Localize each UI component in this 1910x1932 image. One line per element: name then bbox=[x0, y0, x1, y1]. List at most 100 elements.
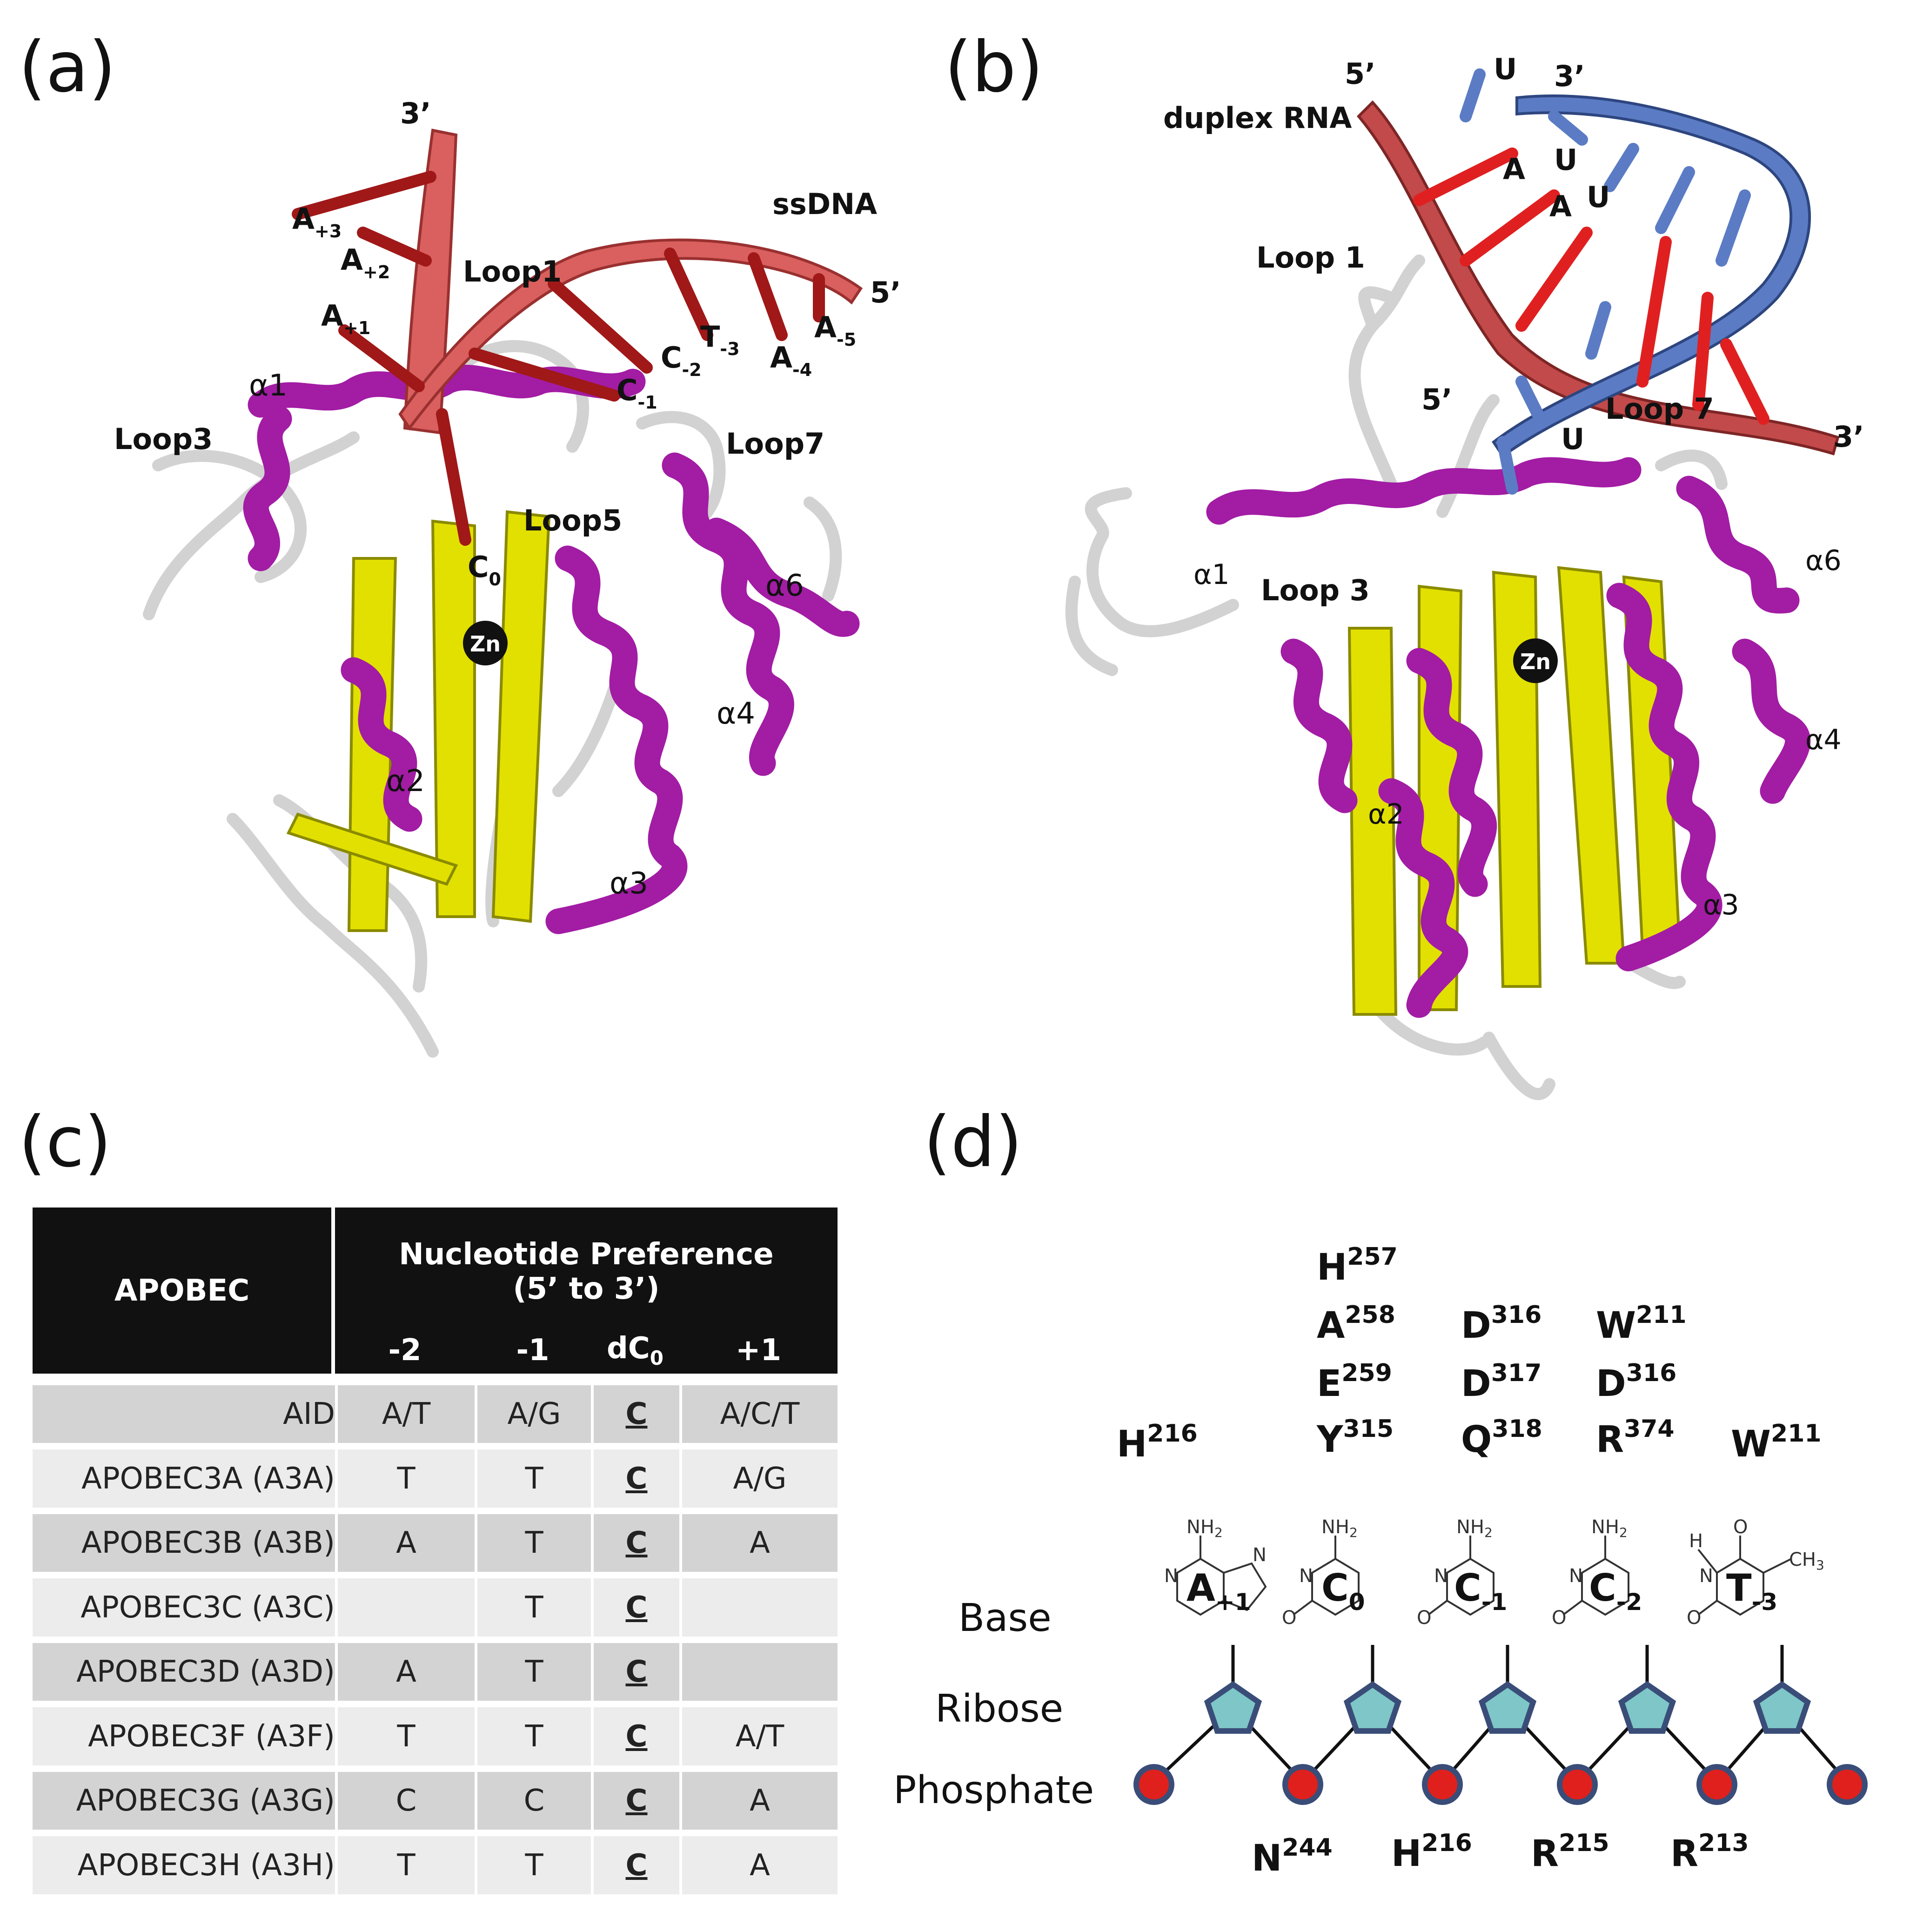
panel-b-label: (b) bbox=[945, 27, 1044, 108]
residue-label: H216 bbox=[1117, 1420, 1198, 1465]
helix-a2-label: α2 bbox=[386, 764, 425, 798]
header-pos-m1: -1 bbox=[475, 1327, 591, 1374]
nucleotide-preference-table: APOBEC Nucleotide Preference (5’ to 3’) … bbox=[33, 1208, 838, 1901]
helix-a3-label: α3 bbox=[610, 866, 648, 901]
phosphate bbox=[1557, 1764, 1598, 1805]
rna-strand-label: duplex RNA bbox=[1163, 101, 1352, 135]
svg-text:Zn: Zn bbox=[1520, 649, 1551, 674]
header-apobec: APOBEC bbox=[33, 1208, 335, 1374]
amine-group: NH2 bbox=[1186, 1516, 1223, 1540]
oxygen-atom: O bbox=[1282, 1607, 1296, 1629]
phosphate bbox=[1827, 1764, 1868, 1805]
oxygen-atom: O bbox=[1687, 1607, 1701, 1629]
rna-3prime-end: 3’ bbox=[1833, 420, 1864, 454]
amine-group: NH2 bbox=[1321, 1516, 1358, 1540]
base-label: A+1 bbox=[321, 299, 370, 338]
ssdna-label: ssDNA bbox=[772, 187, 877, 221]
residue-label: R215 bbox=[1531, 1829, 1609, 1875]
phosphate-groups bbox=[1133, 1764, 1868, 1805]
residue-label: Q318 bbox=[1461, 1415, 1542, 1461]
residue-label: R374 bbox=[1596, 1415, 1675, 1461]
nitrogen-atom: N bbox=[1164, 1565, 1178, 1587]
base-name: C0 bbox=[1321, 1566, 1365, 1616]
ribose-sugars bbox=[1204, 1681, 1811, 1734]
rna-base-label: A bbox=[1549, 189, 1572, 223]
table-row: APOBEC3B (A3B) A T C A bbox=[33, 1514, 838, 1579]
rna-base-label: U bbox=[1494, 52, 1517, 86]
ribose bbox=[1204, 1681, 1262, 1734]
loop5-label: Loop5 bbox=[523, 503, 622, 537]
rna-5prime-end: 5’ bbox=[1345, 57, 1376, 91]
table-row: APOBEC3C (A3C) T C bbox=[33, 1578, 838, 1643]
nitrogen-atom: N bbox=[1569, 1565, 1583, 1587]
base-label: T-3 bbox=[700, 320, 740, 359]
helix-a4-label: α4 bbox=[1805, 724, 1842, 756]
phosphate bbox=[1696, 1764, 1737, 1805]
residue-label: W211 bbox=[1731, 1420, 1822, 1465]
amine-group: NH2 bbox=[1591, 1516, 1628, 1540]
table-row: APOBEC3G (A3G) C C C A bbox=[33, 1771, 838, 1837]
rna-bases-blue bbox=[1460, 68, 1751, 495]
base-label: A+2 bbox=[341, 243, 390, 282]
nitrogen-atom: N bbox=[1299, 1565, 1313, 1587]
residue-label: N244 bbox=[1252, 1834, 1333, 1879]
residue-label: R213 bbox=[1670, 1829, 1749, 1875]
loop7-label: Loop 7 bbox=[1605, 392, 1714, 426]
zinc-ion-a: Zn bbox=[463, 621, 508, 665]
loop3-label: Loop 3 bbox=[1261, 573, 1370, 607]
nitrogen-atom: N bbox=[1699, 1565, 1713, 1587]
base-structures bbox=[1176, 1536, 1792, 1616]
residue-label: D317 bbox=[1461, 1359, 1541, 1405]
oxygen-atom: O bbox=[1552, 1607, 1566, 1629]
table-row: APOBEC3D (A3D) A T C bbox=[33, 1643, 838, 1708]
loop1-label: Loop1 bbox=[463, 255, 562, 288]
rna-5prime-end: 5’ bbox=[1421, 382, 1453, 416]
helix-a6-label: α6 bbox=[1805, 544, 1842, 577]
row-label-base: Base bbox=[958, 1596, 1052, 1640]
residue-label: A258 bbox=[1317, 1301, 1395, 1347]
base-label: C0 bbox=[468, 550, 501, 590]
loop7-label: Loop7 bbox=[726, 427, 824, 461]
rna-3prime-end: 3’ bbox=[1554, 59, 1585, 93]
header-pref-line2: (5’ to 3’) bbox=[513, 1272, 660, 1307]
rna-base-label: A bbox=[1503, 152, 1525, 186]
base-name: T-3 bbox=[1726, 1566, 1777, 1616]
svg-text:Zn: Zn bbox=[470, 631, 501, 657]
ssdna-bases bbox=[292, 171, 825, 546]
helix-a1-label: α1 bbox=[249, 369, 288, 403]
coil-a bbox=[143, 340, 842, 1058]
panel-c-label: (c) bbox=[19, 1102, 112, 1183]
residue-label: H216 bbox=[1391, 1829, 1472, 1875]
base-name: A+1 bbox=[1186, 1566, 1251, 1616]
phosphate bbox=[1133, 1764, 1174, 1805]
residue-label: H257 bbox=[1317, 1243, 1398, 1288]
beta-sheet-a bbox=[286, 510, 551, 932]
oxygen-atom: O bbox=[1417, 1607, 1431, 1629]
ribose bbox=[1478, 1681, 1537, 1734]
panel-d-label: (d) bbox=[924, 1102, 1023, 1183]
row-label-phosphate: Phosphate bbox=[893, 1768, 1094, 1812]
loop3-label: Loop3 bbox=[114, 422, 213, 456]
panel-a-structure: Zn 3’ 5’ ssDNA A+3 A+2 A+1 C0 C-1 C-2 T-… bbox=[114, 96, 901, 1058]
header-pos-dc0: dC0 bbox=[591, 1327, 679, 1374]
amine-group: NH2 bbox=[1456, 1516, 1493, 1540]
nitrogen-atom: N bbox=[1253, 1544, 1267, 1566]
hydrogen-atom: H bbox=[1689, 1530, 1703, 1552]
ribose bbox=[1753, 1681, 1811, 1734]
helix-a3-label: α3 bbox=[1703, 889, 1739, 921]
header-pos-m2: -2 bbox=[335, 1327, 475, 1374]
panel-b-structure: Zn duplex RNA 5’ 3’ 5’ 3’ U A U A U U Lo… bbox=[1065, 52, 1864, 1100]
phosphate bbox=[1422, 1764, 1463, 1805]
ssdna-5prime-end: 5’ bbox=[870, 275, 901, 309]
header-pref-line1: Nucleotide Preference bbox=[399, 1237, 774, 1272]
base-label: A-4 bbox=[770, 341, 812, 380]
header-nucleotide-preference: Nucleotide Preference (5’ to 3’) bbox=[335, 1208, 838, 1327]
alpha-helices-b bbox=[1206, 457, 1811, 1018]
oxygen-atom: O bbox=[1733, 1516, 1748, 1538]
residue-label: D316 bbox=[1461, 1301, 1541, 1347]
panel-a-label: (a) bbox=[19, 27, 116, 108]
rna-base-label: U bbox=[1561, 422, 1584, 456]
table-row: AID A/T A/G C A/C/T bbox=[33, 1385, 838, 1450]
rna-base-label: U bbox=[1554, 143, 1577, 177]
zinc-ion-b: Zn bbox=[1513, 638, 1558, 683]
